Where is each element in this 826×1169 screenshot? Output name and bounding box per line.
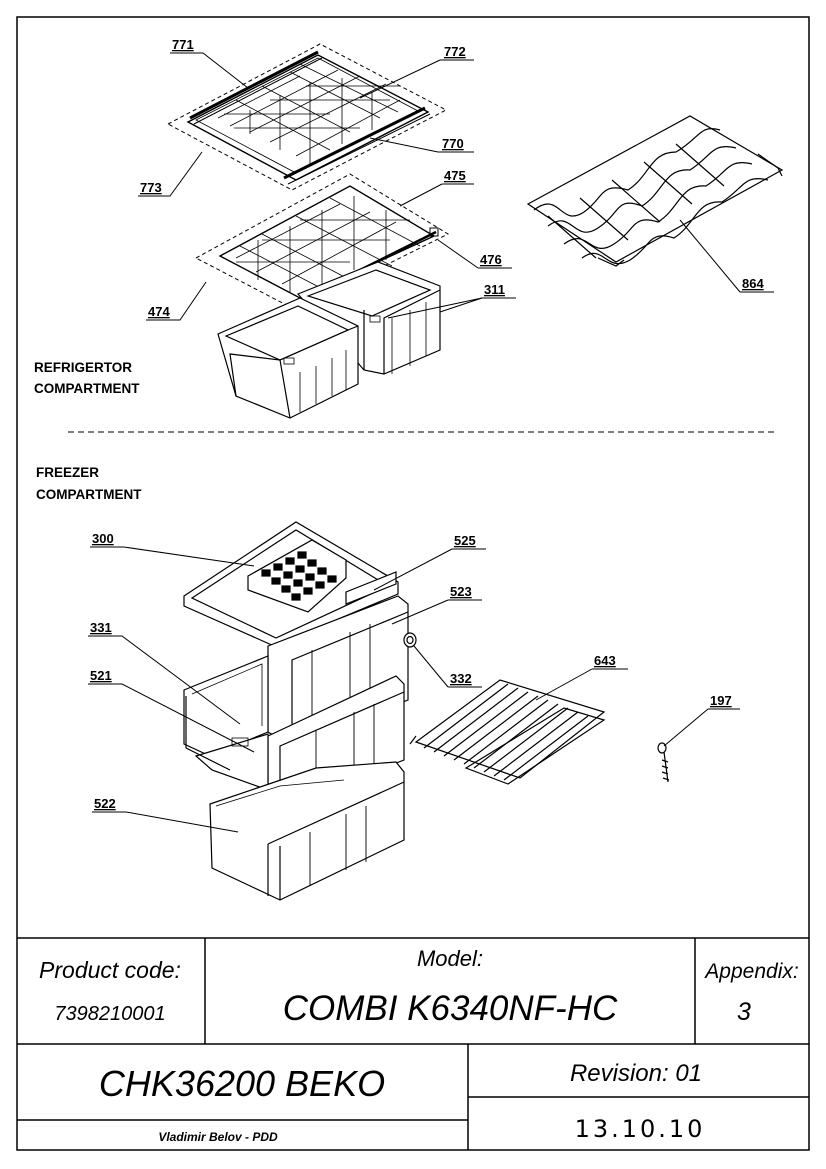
part-label-523: 523 <box>450 584 472 599</box>
author: Vladimir Belov - PDD <box>158 1130 278 1144</box>
part-label-521: 521 <box>90 668 112 683</box>
part-label-522: 522 <box>94 796 116 811</box>
glass-shelf-top <box>166 43 448 191</box>
model-label: Model: <box>417 946 483 971</box>
product-code-label: Product code: <box>39 957 181 983</box>
part-label-772: 772 <box>444 44 466 59</box>
part-label-311: 311 <box>484 282 505 297</box>
crisper-drawers <box>217 261 441 419</box>
hinge-spring <box>657 742 670 783</box>
part-label-476: 476 <box>480 252 502 267</box>
part-label-331: 331 <box>90 620 112 635</box>
part-label-864: 864 <box>742 276 764 291</box>
freezer-section-heading-line1: FREEZER <box>36 465 99 480</box>
refrigerator-section-heading-line2: COMPARTMENT <box>34 381 140 396</box>
part-label-332: 332 <box>450 671 472 686</box>
part-label-770: 770 <box>442 136 464 151</box>
part-numbers: 771 772 770 773 475 476 474 311 864 300 … <box>90 37 764 811</box>
glass-shelf-lower <box>194 173 450 311</box>
appendix-value: 3 <box>737 998 751 1026</box>
wine-rack <box>526 115 784 267</box>
freezer-drawer-lower <box>209 761 405 901</box>
part-label-475: 475 <box>444 168 466 183</box>
product-code-value: 7398210001 <box>54 1003 165 1025</box>
part-list-code: CHK36200 BEKO <box>99 1063 385 1104</box>
part-label-300: 300 <box>92 531 114 546</box>
part-label-525: 525 <box>454 533 476 548</box>
revision: Revision: 01 <box>570 1060 702 1087</box>
freezer-section-heading-line2: COMPARTMENT <box>36 487 142 502</box>
part-label-773: 773 <box>140 180 162 195</box>
part-label-197: 197 <box>710 693 732 708</box>
part-label-474: 474 <box>148 304 170 319</box>
revision-date: 13.10.10 <box>575 1115 706 1143</box>
freezer-wire-shelf <box>409 679 606 785</box>
leader-lines <box>88 52 774 833</box>
drawer-clip <box>403 632 417 648</box>
title-block <box>17 937 809 1150</box>
part-label-771: 771 <box>172 37 194 52</box>
model-value: COMBI K6340NF-HC <box>283 989 618 1028</box>
refrigerator-section-heading-line1: REFRIGERTOR <box>34 360 132 375</box>
freezer-cover-and-ice-tray <box>183 521 399 647</box>
part-label-643: 643 <box>594 653 616 668</box>
appendix-label: Appendix: <box>703 960 798 983</box>
drawing-frame <box>16 16 810 1151</box>
